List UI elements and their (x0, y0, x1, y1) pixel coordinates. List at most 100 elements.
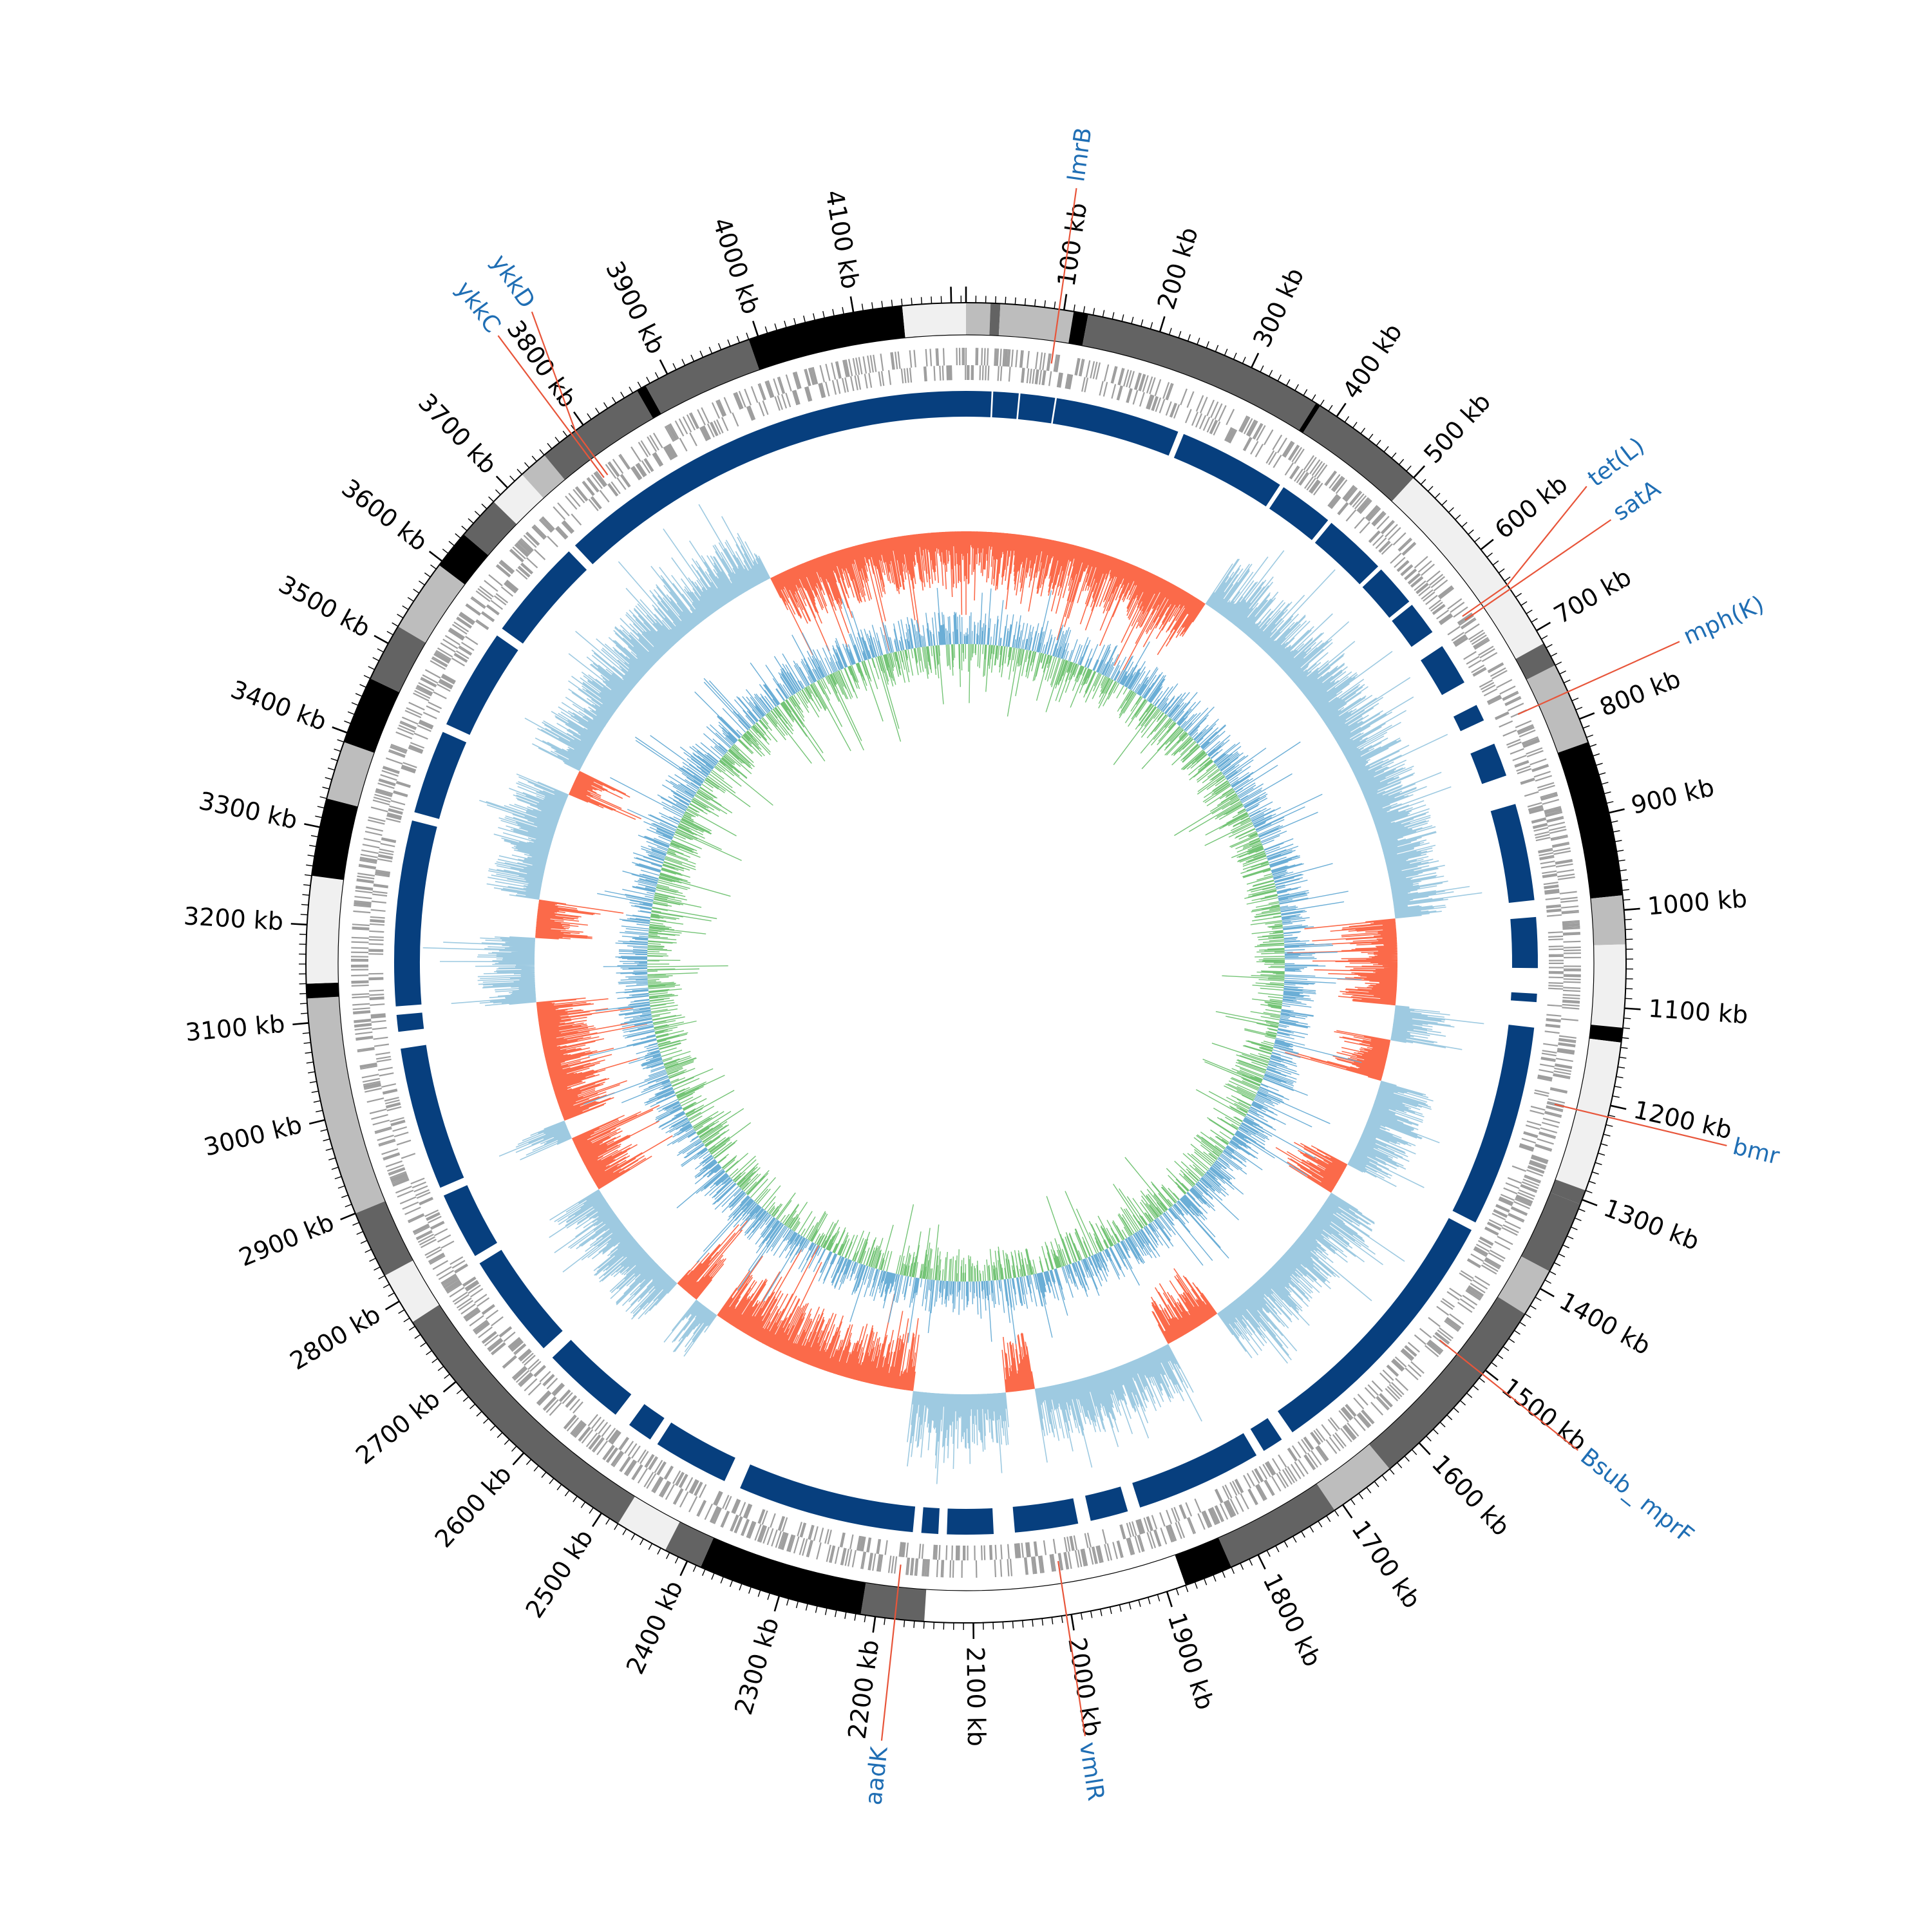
minor-tick (1622, 889, 1629, 891)
tick-label: 3300 kb (196, 786, 300, 835)
contig-segment (439, 534, 489, 585)
tick-label: 500 kb (1418, 388, 1496, 469)
minor-tick (495, 489, 501, 495)
minor-tick (316, 1110, 323, 1113)
tick-label: 2400 kb (621, 1576, 688, 1678)
minor-tick (1553, 1262, 1561, 1267)
core-block (1510, 916, 1538, 969)
gene-marker-line (1517, 641, 1680, 715)
minor-tick (614, 1523, 619, 1530)
minor-tick (1575, 1217, 1582, 1222)
minor-tick (1005, 296, 1007, 304)
minor-tick (402, 605, 409, 611)
minor-tick (1194, 1582, 1198, 1589)
minor-tick (1213, 1575, 1217, 1582)
minor-tick (1328, 404, 1333, 412)
contig-ring (306, 303, 1626, 1623)
contig-segment (902, 303, 966, 338)
minor-tick (327, 767, 335, 771)
minor-tick (648, 1543, 653, 1550)
tick-label: 2300 kb (729, 1615, 784, 1718)
major-tick (292, 1022, 309, 1026)
gene-marker-line (497, 335, 605, 478)
major-tick (1063, 294, 1068, 310)
minor-tick (1432, 1428, 1439, 1435)
core-block (394, 820, 437, 1007)
major-tick (1413, 465, 1426, 478)
minor-tick (674, 1557, 679, 1564)
minor-tick (1426, 1435, 1432, 1442)
minor-tick (309, 844, 317, 848)
minor-tick (1555, 661, 1562, 666)
minor-tick (504, 1439, 510, 1445)
gc-content-above (583, 587, 1362, 1344)
contig-segment (544, 390, 654, 480)
major-tick (304, 823, 321, 828)
major-tick (308, 1119, 325, 1125)
core-block (1084, 1486, 1128, 1521)
minor-tick (1601, 782, 1609, 785)
minor-tick (469, 1403, 476, 1410)
gene-label: Bsub_ mprF (1575, 1443, 1698, 1549)
tick-label: 1400 kb (1555, 1287, 1655, 1361)
minor-tick (328, 1157, 336, 1160)
minor-tick (573, 1495, 578, 1502)
minor-tick (1616, 1076, 1624, 1079)
minor-tick (1453, 1407, 1459, 1413)
minor-tick (1303, 389, 1308, 396)
major-tick (950, 287, 952, 303)
core-block (1314, 522, 1379, 585)
minor-tick (420, 1342, 427, 1347)
minor-tick (1625, 998, 1633, 999)
major-tick (1484, 1369, 1499, 1381)
minor-tick (325, 1148, 333, 1151)
minor-tick (1168, 328, 1172, 336)
tick-label: 200 kb (1152, 224, 1204, 313)
minor-tick (1441, 500, 1448, 506)
minor-tick (359, 684, 366, 688)
tick-label: 2800 kb (285, 1300, 386, 1376)
minor-tick (317, 806, 325, 809)
tick-label: 300 kb (1247, 263, 1309, 352)
contig-segment (1591, 944, 1626, 1028)
minor-tick (727, 339, 731, 346)
minor-tick (699, 350, 704, 358)
minor-tick (1102, 310, 1105, 317)
minor-tick (1549, 1271, 1557, 1275)
gene-label: satA (1608, 475, 1665, 526)
minor-tick (1459, 1400, 1466, 1406)
minor-tick (408, 1325, 415, 1331)
major-tick (1336, 402, 1347, 417)
minor-tick (549, 1478, 554, 1484)
core-block (1250, 1417, 1282, 1452)
minor-tick (437, 1366, 444, 1371)
tick-label: 900 kb (1629, 773, 1717, 820)
minor-tick (1285, 379, 1291, 386)
minor-tick (854, 1613, 857, 1621)
minor-tick (1591, 1171, 1599, 1175)
minor-tick (746, 332, 750, 340)
major-tick (1418, 1442, 1431, 1455)
core-block (1173, 433, 1280, 507)
minor-tick (1604, 791, 1611, 795)
minor-tick (1061, 1616, 1063, 1624)
minor-tick (419, 580, 425, 585)
contig-segment (966, 303, 991, 336)
contig-segment (1068, 311, 1088, 346)
contig-segment (637, 385, 661, 419)
minor-tick (386, 630, 393, 636)
minor-tick (1080, 1613, 1083, 1620)
gc-skew-positive (422, 504, 1484, 1484)
minor-tick (1508, 1338, 1515, 1343)
minor-tick (388, 1292, 395, 1297)
contig-segment (493, 474, 544, 524)
minor-tick (1520, 601, 1528, 606)
minor-tick (372, 657, 379, 661)
major-tick (495, 475, 509, 489)
contig-segment (700, 1537, 866, 1615)
minor-tick (1404, 1455, 1410, 1462)
minor-tick (330, 758, 338, 761)
minor-tick (813, 313, 815, 321)
minor-tick (1598, 772, 1606, 775)
gene-marker-line (531, 311, 609, 476)
